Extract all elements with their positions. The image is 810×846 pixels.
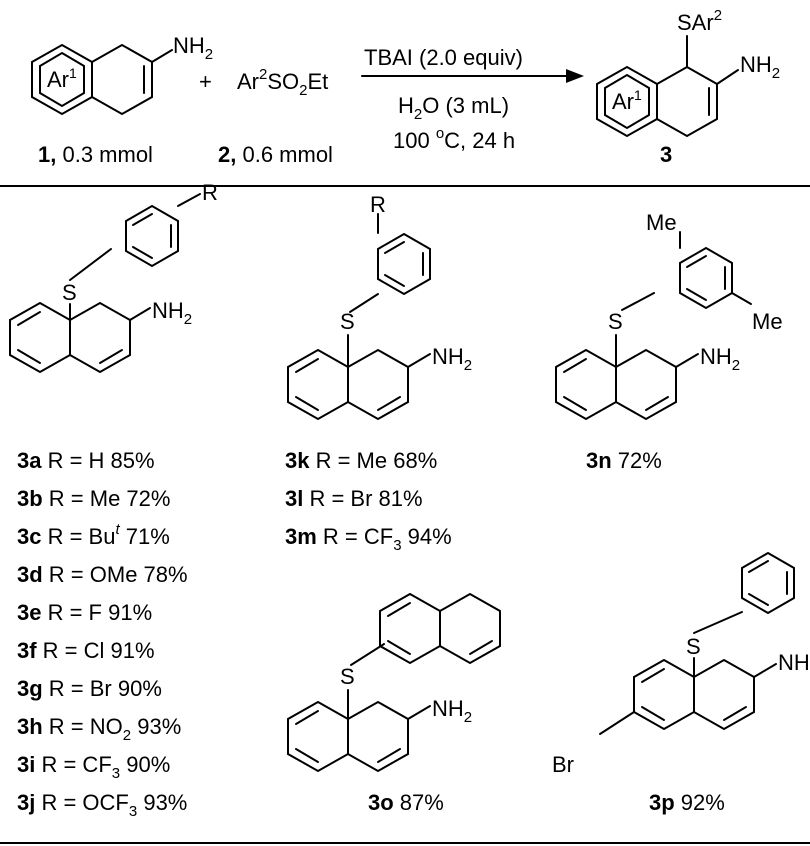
structure-3a-3j: S NH2 R — [9, 180, 218, 373]
compound-list-3a-3j: 3a R = H 85% 3b R = Me 72% 3c R = But 71… — [17, 448, 188, 820]
structure-3n: S NH2 Me Me — [555, 210, 783, 420]
compound-entry: 3f R = Cl 91% — [17, 638, 155, 663]
product-sar2-label: SAr2 — [677, 7, 722, 35]
structure-3o: S NH2 — [287, 593, 501, 772]
methyl-label: Me — [752, 309, 783, 334]
starting-material-1: Ar1 NH2 — [31, 33, 213, 116]
conditions-water: H2O (3 mL) — [398, 93, 509, 123]
sm1-ar1-label: Ar1 — [47, 65, 77, 92]
compound-entry: 3l R = Br 81% — [285, 486, 423, 511]
plus-sign: + — [199, 69, 212, 94]
sm1-nh2-label: NH2 — [173, 33, 213, 63]
compound-entry: 3k R = Me 68% — [285, 448, 437, 473]
compound-entry: 3c R = But 71% — [17, 521, 170, 549]
compound-label-3n: 3n 72% — [586, 448, 662, 473]
structure-3p: S NH Br — [552, 552, 810, 777]
r-group-label: R — [370, 192, 386, 217]
compound-entry: 3e R = F 91% — [17, 600, 152, 625]
compound-list-3k-3m: 3k R = Me 68% 3l R = Br 81% 3m R = CF3 9… — [285, 448, 452, 554]
compound-label-3p: 3p 92% — [649, 790, 725, 815]
sulfur-label: S — [608, 309, 623, 334]
compound-entry: 3g R = Br 90% — [17, 676, 162, 701]
product-nh2-label: NH2 — [740, 52, 780, 82]
compound-entry: 3i R = CF3 90% — [17, 752, 170, 782]
compound-entry: 3d R = OMe 78% — [17, 562, 188, 587]
compound-entry: 3b R = Me 72% — [17, 486, 170, 511]
conditions-tbai: TBAI (2.0 equiv) — [364, 45, 523, 70]
amine-label: NH — [778, 650, 810, 675]
product-3: SAr2 Ar1 NH2 — [596, 7, 780, 138]
amine-label: NH2 — [432, 344, 472, 374]
compound-label-2: 2, 0.6 mmol — [218, 142, 333, 167]
product-ar1-label: Ar1 — [612, 87, 642, 114]
compound-entry: 3h R = NO2 93% — [17, 714, 181, 744]
sulfur-label: S — [62, 280, 77, 305]
reagent-ar2so2et: Ar2SO2Et — [237, 66, 328, 99]
structure-3k-3m: S NH2 R — [287, 192, 472, 420]
arrowhead-icon — [566, 69, 584, 83]
compound-label-1: 1, 0.3 mmol — [38, 142, 153, 167]
sulfur-label: S — [340, 309, 355, 334]
compound-entry: 3a R = H 85% — [17, 448, 155, 473]
compound-entry: 3m R = CF3 94% — [285, 524, 452, 554]
compound-label-3: 3 — [660, 142, 672, 167]
amine-label: NH2 — [700, 344, 740, 374]
amine-label: NH2 — [152, 298, 192, 328]
amine-label: NH2 — [432, 696, 472, 726]
r-group-label: R — [202, 180, 218, 205]
sulfur-label: S — [686, 634, 701, 659]
compound-entry: 3j R = OCF3 93% — [17, 790, 187, 820]
conditions-temp-time: 100 oC, 24 h — [393, 125, 515, 153]
bromo-label: Br — [552, 752, 574, 777]
sulfur-label: S — [340, 664, 355, 689]
compound-label-3o: 3o 87% — [368, 790, 444, 815]
methyl-label: Me — [646, 210, 677, 235]
